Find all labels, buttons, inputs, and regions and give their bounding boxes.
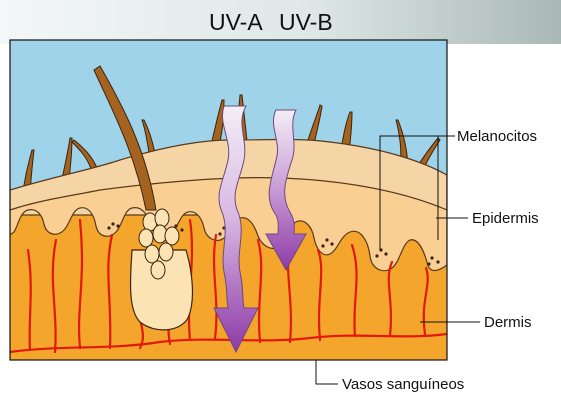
uva-title: UV-A [209, 9, 263, 35]
uvb-title: UV-B [279, 9, 333, 35]
vasos-label: Vasos sanguíneos [342, 376, 464, 393]
dermis-label: Dermis [484, 314, 532, 331]
vasos-leader [316, 360, 338, 384]
melanocitos-label: Melanocitos [457, 128, 537, 145]
epidermis-label: Epidermis [472, 210, 539, 227]
